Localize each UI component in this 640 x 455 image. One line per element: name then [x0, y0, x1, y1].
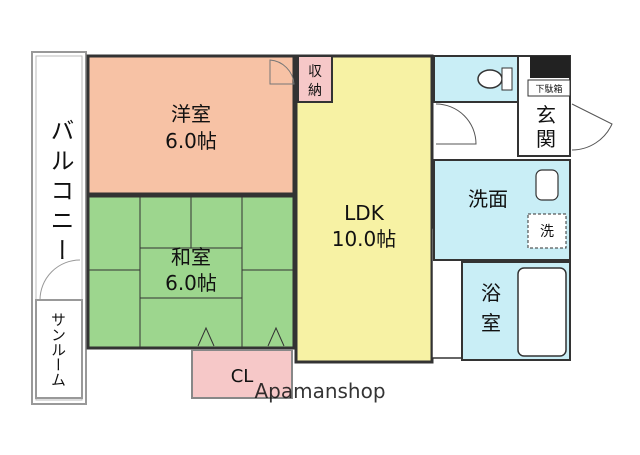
western-room-name: 洋室: [171, 102, 211, 126]
sunroom-label: サンルーム: [49, 312, 67, 387]
entrance-label-bottom: 関: [536, 127, 556, 151]
storage-label-1: 収: [308, 64, 322, 80]
closet-door-icon: [197, 326, 285, 347]
balcony-label: バルコニー: [46, 118, 74, 268]
entrance-label-top: 玄: [536, 103, 556, 127]
shoe-box-label: 下駄箱: [535, 83, 562, 95]
bath-label-bottom: 室: [481, 311, 501, 335]
bath-label-top: 浴: [481, 281, 501, 305]
entrance: 下駄箱 玄 関: [517, 55, 613, 157]
bathtub-icon: [517, 267, 567, 357]
ldk-size: 10.0帖: [332, 227, 397, 251]
washer-label: 洗: [540, 224, 554, 240]
entrance-door-swing-icon: [571, 103, 613, 151]
toilet: [433, 55, 519, 145]
bathroom: 浴 室: [461, 261, 571, 361]
western-room-door-swing-icon: [269, 59, 295, 85]
closet: CL: [191, 349, 293, 399]
toilet-icon: [477, 69, 503, 89]
ldk: 収 納 LDK 10.0帖: [294, 54, 463, 364]
toilet-door-swing-icon: [435, 103, 477, 145]
watermark: Apamanshop: [254, 379, 385, 403]
sunroom-door-swing-icon: [39, 259, 81, 301]
tatami-lines-icon: [88, 196, 294, 348]
japanese-room: 和室 6.0帖: [86, 194, 296, 350]
japanese-room-size: 6.0帖: [165, 271, 217, 295]
western-room: 洋室 6.0帖: [86, 54, 296, 196]
sink-icon: [535, 169, 559, 201]
shoe-box: [527, 79, 571, 97]
watermark-text: Apamanshop: [254, 379, 385, 403]
japanese-room-name: 和室: [171, 245, 211, 269]
western-room-size: 6.0帖: [165, 129, 217, 153]
ldk-name: LDK: [344, 201, 385, 225]
closet-label: CL: [231, 366, 254, 387]
washroom: 洗面 洗: [433, 159, 571, 261]
storage-label-2: 納: [308, 83, 322, 99]
sunroom: サンルーム: [35, 259, 83, 399]
washer-space: [527, 213, 567, 249]
washroom-name: 洗面: [468, 187, 508, 211]
